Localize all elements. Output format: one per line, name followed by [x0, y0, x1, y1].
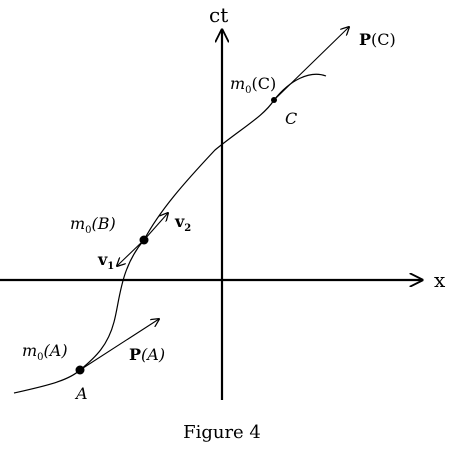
mass-label-c: m0(C) — [230, 74, 276, 96]
velocity-label-v1: v1 — [97, 250, 114, 272]
velocity-vector-v2 — [143, 213, 168, 241]
event-point-b — [139, 235, 149, 245]
figure-caption: Figure 4 — [183, 422, 261, 443]
x-axis-label: x — [434, 268, 446, 292]
point-label-c: C — [285, 109, 297, 128]
point-label-a: A — [74, 384, 88, 403]
mass-label-a: m0(A) — [22, 341, 68, 363]
momentum-label-a: P(A) — [129, 345, 165, 364]
ct-axis-label: ct — [209, 3, 228, 27]
momentum-vector-a — [79, 319, 159, 371]
mass-label-b: m0(B) — [70, 214, 116, 236]
momentum-label-c: P(C) — [359, 30, 396, 49]
velocity-label-v2: v2 — [174, 212, 191, 234]
event-point-a — [75, 365, 85, 375]
momentum-vector-c — [273, 27, 349, 101]
velocity-vector-v1 — [117, 239, 145, 266]
event-point-c — [271, 97, 277, 103]
